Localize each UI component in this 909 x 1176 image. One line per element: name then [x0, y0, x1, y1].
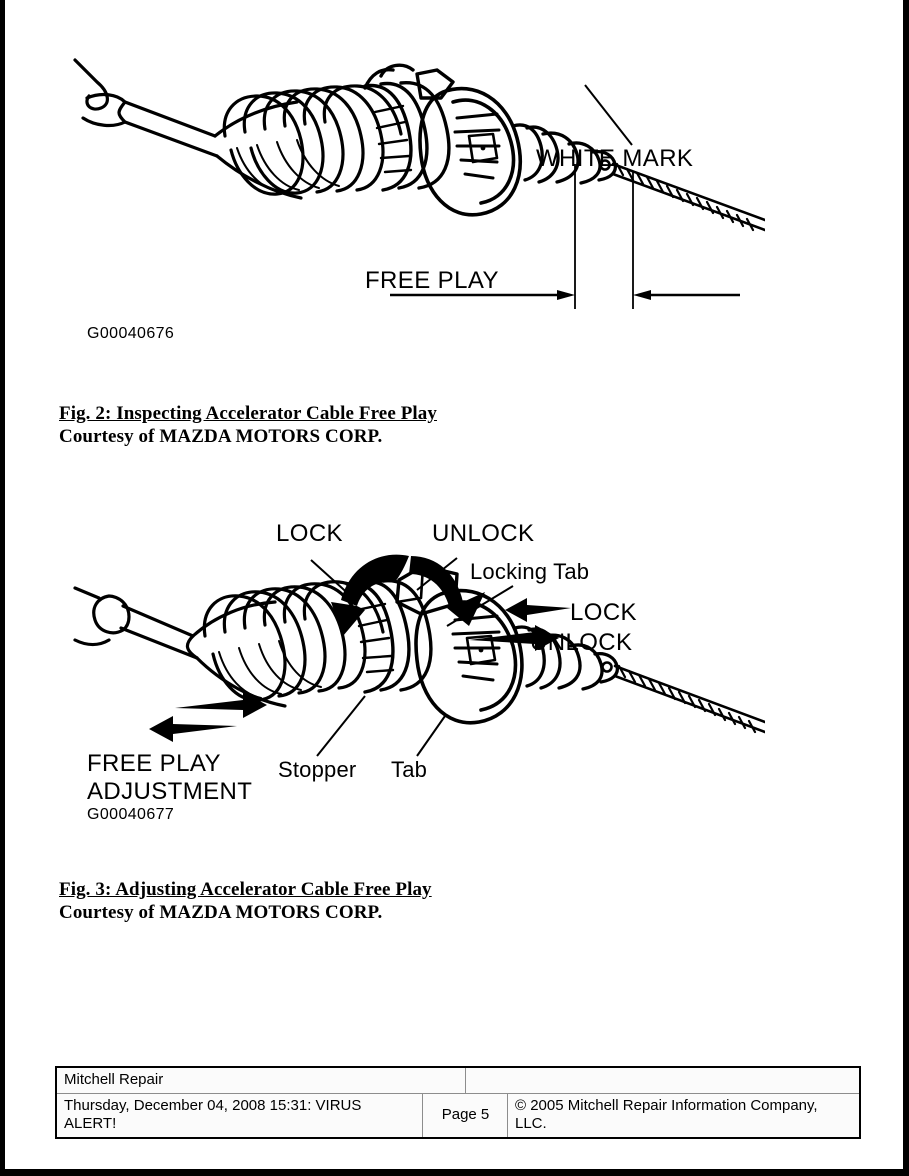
figure-3-label-unlock-rotate: UNLOCK — [432, 520, 535, 547]
figure-2-label-free-play: FREE PLAY — [365, 267, 499, 294]
figure-3-caption: Fig. 3: Adjusting Accelerator Cable Free… — [59, 878, 432, 924]
footer-row-brand: Mitchell Repair — [57, 1068, 859, 1094]
figure-3-illustration — [65, 540, 765, 800]
figure-3-label-free-play-adjustment: FREE PLAY ADJUSTMENT — [87, 750, 252, 806]
figure-3-label-tab: Tab — [391, 757, 428, 782]
slide-arrow-unlock-icon — [469, 625, 559, 651]
figure-3-label-unlock-slide: UNLOCK — [530, 629, 633, 656]
footer-page-number: Page 5 — [422, 1094, 507, 1137]
figure-3-caption-courtesy: Courtesy of MAZDA MOTORS CORP. — [59, 902, 383, 923]
figure-3-code: G00040677 — [87, 806, 175, 823]
figure-2-caption: Fig. 2: Inspecting Accelerator Cable Fre… — [59, 402, 437, 448]
free-play-arrow-icon — [149, 692, 267, 742]
figure-2-caption-title: Fig. 2: Inspecting Accelerator Cable Fre… — [59, 403, 438, 424]
figure-3-label-lock-slide: LOCK — [570, 599, 637, 626]
accelerator-cable-adjustment-drawing — [73, 554, 765, 757]
figure-3-caption-title: Fig. 3: Adjusting Accelerator Cable Free… — [59, 879, 432, 900]
accelerator-cable-inspection-drawing — [73, 58, 765, 309]
footer-copyright: © 2005 Mitchell Repair Information Compa… — [507, 1094, 859, 1137]
footer-brand-blank-cell — [465, 1068, 859, 1093]
footer-date-alert: Thursday, December 04, 2008 15:31: VIRUS… — [64, 1097, 362, 1132]
figure-2-code: G00040676 — [87, 325, 175, 342]
figure-2-label-white-mark: WHITE MARK — [536, 145, 694, 172]
figure-2-illustration — [65, 52, 765, 322]
free-play-adjustment-line-2: ADJUSTMENT — [87, 778, 253, 805]
rotate-arrow-icon — [331, 554, 485, 636]
free-play-adjustment-line-1: FREE PLAY — [87, 750, 221, 777]
footer-brand: Mitchell Repair — [64, 1071, 164, 1088]
footer-row-meta: Thursday, December 04, 2008 15:31: VIRUS… — [57, 1094, 859, 1137]
figure-2-caption-courtesy: Courtesy of MAZDA MOTORS CORP. — [59, 426, 383, 447]
slide-arrow-lock-icon — [505, 598, 571, 622]
figure-3-label-stopper: Stopper — [278, 757, 357, 782]
page-footer-table: Mitchell Repair Thursday, December 04, 2… — [55, 1066, 861, 1139]
figure-3-label-lock-rotate: LOCK — [276, 520, 343, 547]
figure-3-label-locking-tab: Locking Tab — [470, 559, 590, 584]
